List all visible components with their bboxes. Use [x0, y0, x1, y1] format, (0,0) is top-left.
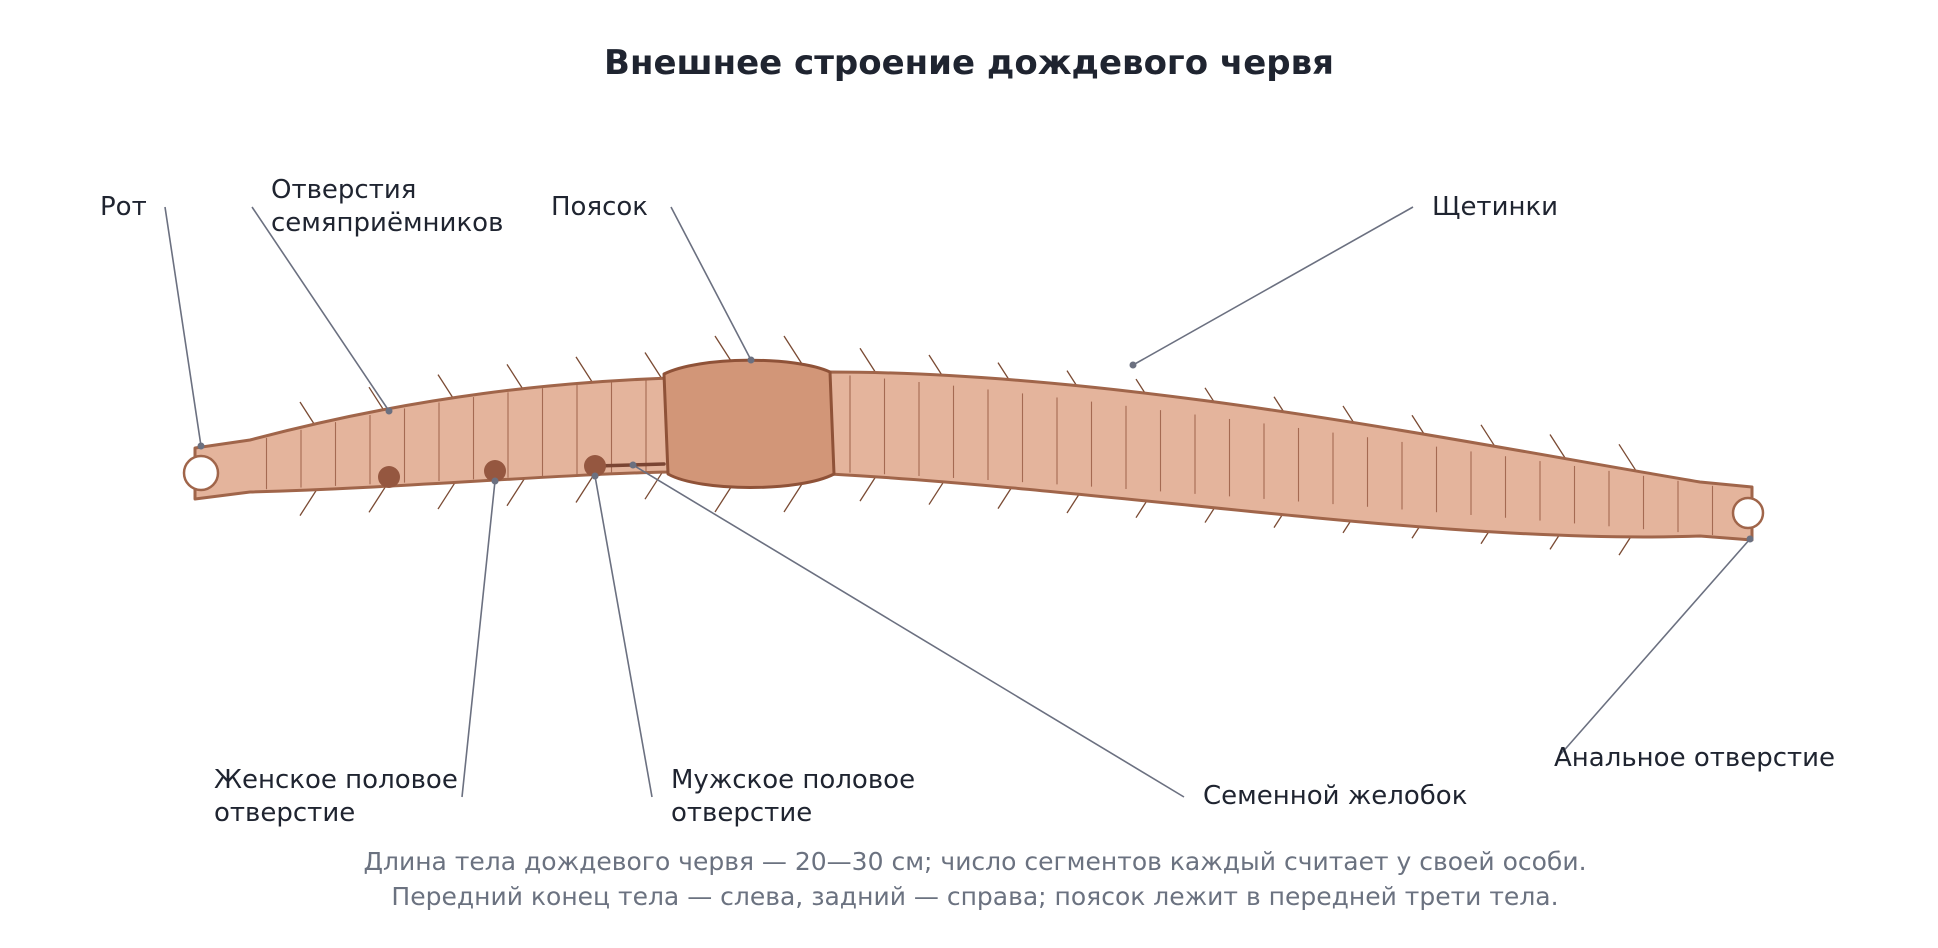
seta	[437, 480, 457, 510]
dot-male	[591, 472, 599, 480]
dot-anus	[1746, 535, 1754, 543]
label-anus: Анальное отверстие	[1554, 743, 1835, 773]
leader-clitellum	[670, 206, 752, 361]
leader-mouth	[164, 206, 202, 447]
leader-spermatheca	[251, 206, 390, 412]
label-spermatheca-line2: семяприёмников	[271, 208, 503, 238]
dot-mouth	[197, 442, 205, 450]
worm-body	[193, 370, 1754, 542]
female-genital-pore	[484, 460, 506, 482]
seta	[575, 356, 595, 386]
seta	[783, 483, 803, 513]
segment-lines	[265, 375, 1714, 536]
label-clitellum: Поясок	[551, 192, 648, 222]
diagram-title: Внешнее строение дождевого червя	[604, 43, 1334, 83]
label-spermatheca-line1: Отверстия	[271, 175, 416, 205]
label-setae: Щетинки	[1432, 192, 1558, 222]
seta	[783, 335, 803, 365]
seta	[575, 474, 595, 503]
spermatheca-pore	[378, 466, 400, 488]
male-genital-pore	[584, 455, 606, 477]
seta	[1618, 443, 1638, 473]
label-male-line2: отверстие	[671, 798, 812, 828]
label-female-line1: Женское половое	[214, 765, 458, 795]
label-male-line1: Мужское половое	[671, 765, 915, 795]
caption-line1: Длина тела дождевого червя — 20—30 см; ч…	[363, 847, 1586, 876]
leader-anus	[1559, 538, 1751, 756]
clitellum	[662, 358, 836, 489]
label-female-line2: отверстие	[214, 798, 355, 828]
dot-setae	[1129, 361, 1137, 369]
label-seminal-groove: Семенной желобок	[1203, 781, 1467, 811]
seta	[506, 477, 526, 507]
dot-female	[491, 477, 499, 485]
mouth-opening	[182, 454, 220, 492]
seta	[714, 483, 734, 513]
seta	[299, 487, 319, 516]
seta	[644, 470, 664, 500]
leader-female	[461, 480, 496, 798]
caption-line2: Передний конец тела — слева, задний — сп…	[391, 882, 1558, 911]
label-mouth: Рот	[100, 192, 147, 222]
leader-groove	[632, 464, 1185, 798]
leader-setae	[1132, 206, 1414, 366]
dot-clitellum	[747, 356, 755, 364]
dot-spermatheca	[385, 407, 393, 415]
anus-opening	[1731, 496, 1765, 530]
seta	[368, 483, 388, 513]
seta	[644, 352, 664, 381]
leader-lines	[164, 206, 1754, 798]
dot-groove	[629, 461, 637, 469]
leader-male	[594, 475, 653, 798]
